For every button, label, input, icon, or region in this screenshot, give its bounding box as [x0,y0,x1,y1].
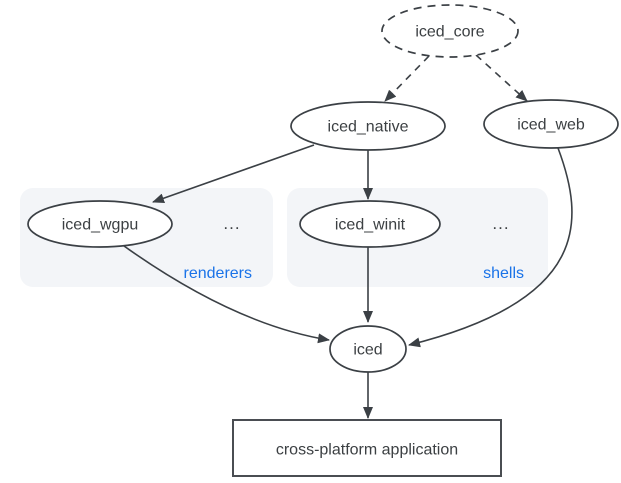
shells-ellipsis: ... [492,214,509,233]
node-iced [329,325,407,373]
edge-iced-core-to-iced-web [475,54,528,102]
node-iced-winit-label: iced_winit [335,217,406,234]
node-iced-native-label: iced_native [328,119,409,136]
renderers-ellipsis: ... [223,214,240,233]
cluster-renderers-label: renderers [184,265,252,282]
node-application-label: cross-platform application [276,442,458,459]
edge-iced-wgpu-to-iced [123,245,330,344]
edge-iced-native-to-iced-wgpu [152,144,315,204]
edge-iced-core-to-iced-native [384,55,430,102]
node-iced-wgpu [27,200,173,248]
node-iced-wgpu-label: iced_wgpu [62,217,139,234]
node-iced-core-label: iced_core [415,24,484,41]
node-iced-core [381,4,519,58]
node-iced-web [483,99,619,149]
cluster-shells-label: shells [483,265,524,282]
node-application [232,419,502,477]
edge-iced-web-to-iced [408,147,573,348]
node-iced-native [290,101,446,151]
node-iced-winit [299,200,441,248]
node-iced-label: iced [353,342,382,359]
node-iced-web-label: iced_web [517,117,585,134]
